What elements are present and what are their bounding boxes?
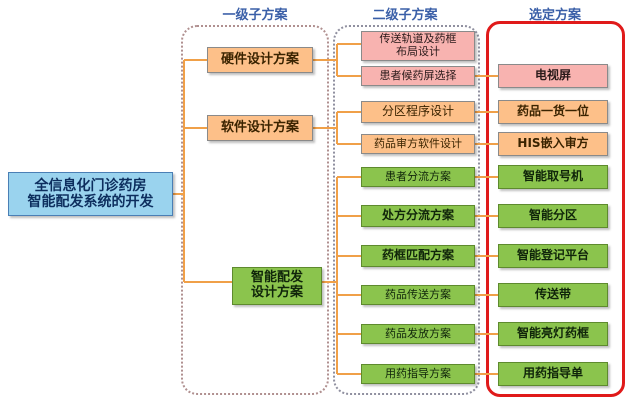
box-match-node: 药框匹配方案 xyxy=(361,245,475,267)
smart-ticket-node: 智能取号机 xyxy=(498,165,608,189)
one-item-one-slot-node: 药品一货一位 xyxy=(498,100,608,124)
smart-zone-node: 智能分区 xyxy=(498,204,608,228)
selected-header: 选定方案 xyxy=(528,8,581,23)
smart-line2: 设计方案 xyxy=(250,285,303,300)
level1-header: 一级子方案 xyxy=(222,8,288,23)
screen-select-node: 患者候药屏选择 xyxy=(361,66,475,86)
smart-register-node: 智能登记平台 xyxy=(498,244,608,268)
patient-flow-node: 患者分流方案 xyxy=(361,167,475,187)
tv-screen-node: 电视屏 xyxy=(498,64,608,88)
root-line1: 全信息化门诊药房 xyxy=(34,177,147,194)
software-node: 软件设计方案 xyxy=(207,115,313,141)
smart-dispense-node: 智能配发 设计方案 xyxy=(232,267,322,305)
selected-frame xyxy=(486,21,625,397)
drug-transfer-node: 药品传送方案 xyxy=(361,285,475,305)
rx-flow-node: 处方分流方案 xyxy=(361,205,475,227)
med-guide-sheet-node: 用药指导单 xyxy=(498,362,608,386)
smart-line1: 智能配发 xyxy=(250,270,303,286)
level2-frame xyxy=(333,25,480,395)
root-node: 全信息化门诊药房 智能配发系统的开发 xyxy=(8,172,173,216)
conveyor-line1: 传送轨道及药框 xyxy=(379,32,457,46)
his-audit-node: HIS嵌入审方 xyxy=(498,132,608,156)
light-box-node: 智能亮灯药框 xyxy=(498,322,608,346)
hardware-node: 硬件设计方案 xyxy=(207,47,313,73)
conveyor-belt-node: 传送带 xyxy=(498,283,608,307)
level2-header: 二级子方案 xyxy=(372,8,438,23)
audit-software-node: 药品审方软件设计 xyxy=(361,134,475,154)
drug-dispense-node: 药品发放方案 xyxy=(361,324,475,344)
partition-program-node: 分区程序设计 xyxy=(361,101,475,123)
conveyor-line2: 布局设计 xyxy=(396,45,440,58)
level1-frame xyxy=(181,25,329,395)
drug-guide-node: 用药指导方案 xyxy=(361,364,475,384)
root-line2: 智能配发系统的开发 xyxy=(27,194,154,210)
conveyor-layout-node: 传送轨道及药框 布局设计 xyxy=(361,31,475,61)
